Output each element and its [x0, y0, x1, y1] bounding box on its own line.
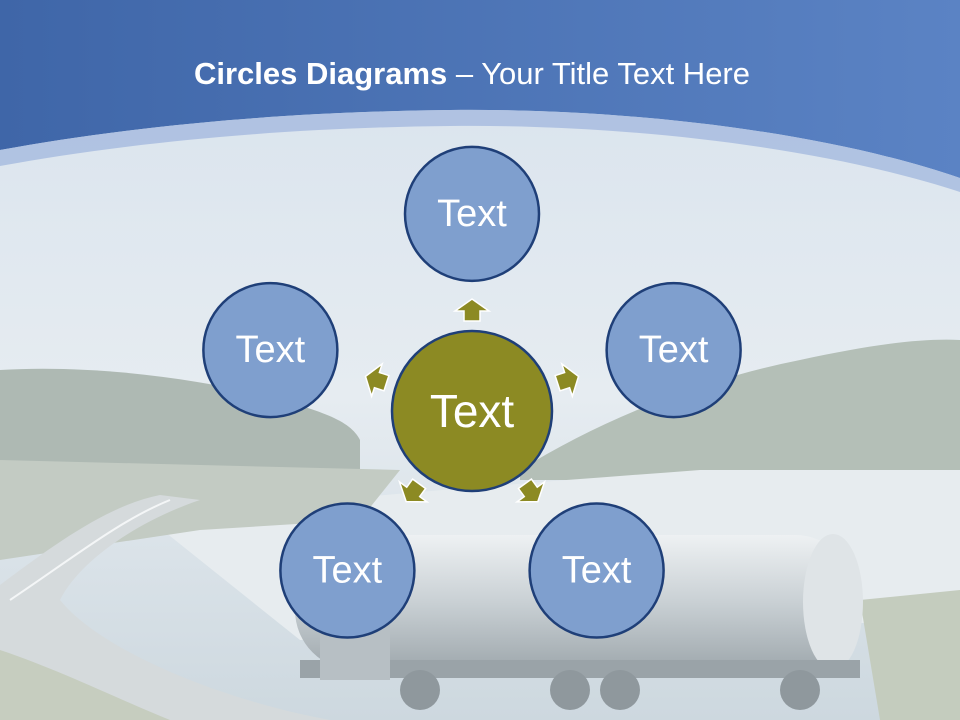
arrow-4	[397, 478, 430, 503]
arrow-3	[514, 478, 547, 503]
title-bold: Circles Diagrams	[193, 56, 448, 91]
arrow-2	[554, 361, 580, 399]
satellite-circle-2	[605, 281, 742, 419]
satellite-circle-5	[202, 281, 339, 419]
satellite-circle-4	[279, 502, 416, 639]
slide-title: Circles Diagrams – Your Title Text Here	[0, 56, 944, 92]
arrow-1	[452, 298, 492, 322]
center-circle	[390, 329, 554, 493]
title-rest: – Your Title Text Here	[447, 56, 751, 91]
satellite-label-2: Text	[639, 329, 709, 371]
center-label: Text	[430, 385, 515, 437]
satellite-label-1: Text	[437, 193, 507, 235]
satellite-circle-3	[528, 502, 665, 639]
satellite-label-3: Text	[562, 550, 632, 592]
satellite-circle-1	[403, 145, 541, 283]
satellite-label-4: Text	[313, 550, 383, 592]
arrow-5	[364, 361, 390, 399]
satellite-label-5: Text	[236, 329, 306, 371]
